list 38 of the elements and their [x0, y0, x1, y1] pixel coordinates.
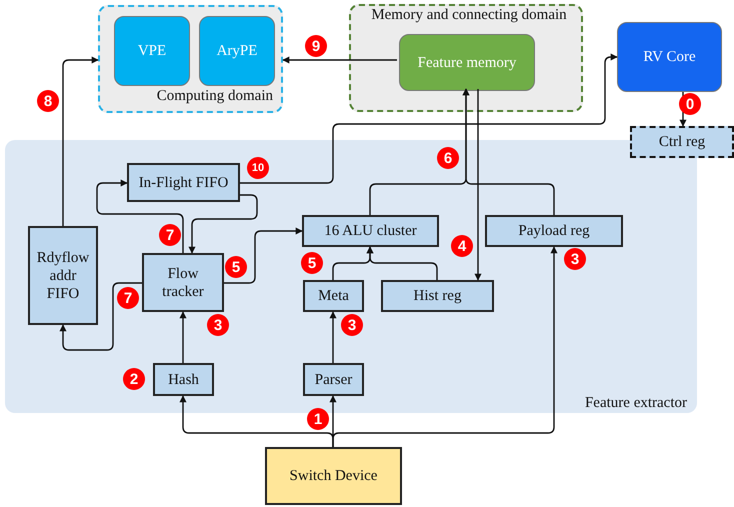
arrow [240, 54, 618, 184]
region-label: Memory and connecting domain [370, 6, 568, 24]
process-box: Parser [303, 363, 364, 396]
arrow [62, 56, 99, 226]
process-box: 16 ALU cluster [302, 215, 439, 247]
arrow [180, 311, 186, 363]
arrow [366, 246, 438, 280]
process-box: Meta [303, 280, 364, 312]
step-number-badge: 0 [679, 93, 701, 115]
domain-box [98, 5, 283, 113]
process-box: Hash [153, 363, 214, 396]
process-box: Flow tracker [142, 253, 224, 312]
process-box: In-Flight FIFO [127, 163, 240, 202]
device-box: Switch Device [265, 447, 402, 505]
domain-box [349, 4, 583, 112]
register-box: Hist reg [381, 280, 494, 312]
arrow [60, 282, 142, 351]
arrow [96, 180, 184, 253]
register-box: Ctrl reg [630, 126, 734, 158]
region-label: Computing domain [156, 87, 273, 105]
arrow [224, 228, 303, 284]
process-box: VPE [114, 16, 190, 86]
step-number-badge: 8 [37, 90, 59, 112]
register-box: Payload reg [485, 215, 623, 247]
arrow [282, 56, 397, 64]
arrow [680, 92, 686, 127]
process-box: Rdyflow addr FIFO [28, 226, 98, 325]
step-number-badge: 1 [307, 408, 329, 430]
arrow [330, 311, 336, 363]
arrow [474, 89, 482, 281]
process-box: AryPE [199, 16, 275, 86]
arrow [188, 194, 258, 254]
step-number-badge: 9 [305, 35, 327, 57]
processor-box: RV Core [617, 22, 722, 92]
region-label: Feature extractor [584, 394, 687, 412]
memory-box: Feature memory [399, 34, 535, 91]
arrow [332, 246, 558, 447]
arrow [462, 88, 555, 215]
